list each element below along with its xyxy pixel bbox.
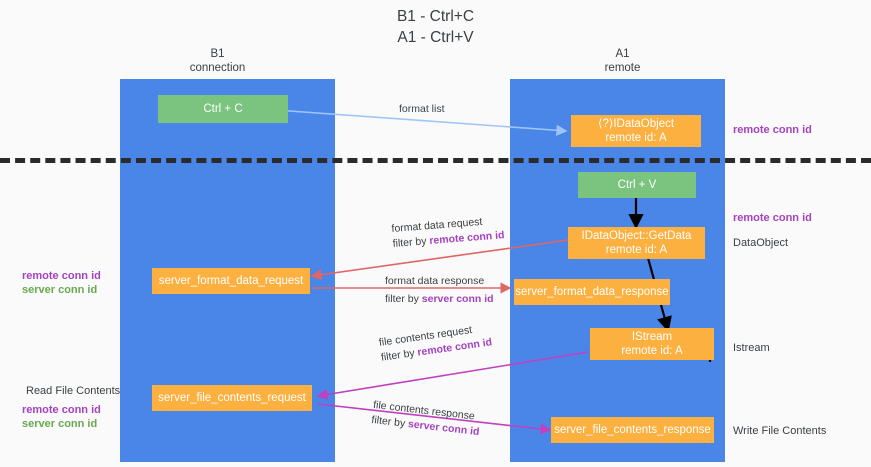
page-title: B1 - Ctrl+C A1 - Ctrl+V: [396, 8, 475, 46]
edge-label-file-contents-response-filter-prefix: filter by: [370, 413, 406, 430]
annotation-right-remote-conn-id-1: remote conn id: [733, 124, 812, 136]
column-header-a1: A1 remote: [604, 48, 641, 74]
annotation-right-remote-conn-id-2: remote conn id: [733, 212, 812, 224]
annotation-right-dataobject: DataObject: [733, 237, 789, 249]
node-server-format-data-response[interactable]: server_format_data_response: [514, 279, 670, 305]
edge-label-format-data-response-filter-prefix: filter by: [385, 293, 419, 305]
edge-label-file-contents-request-filter-prefix: filter by: [380, 347, 416, 364]
annotation-right-istream: Istream: [733, 342, 770, 354]
node-idataobject-getdata[interactable]: IDataObject::GetData remote id: A: [568, 227, 705, 259]
annotation-left-remote-conn-id: remote conn id: [22, 270, 101, 282]
annotation-right-write-file-contents: Write File Contents: [733, 425, 827, 437]
annotation-left-server-conn-id-2: server conn id: [22, 418, 98, 430]
edge-label-format-list: format list: [399, 102, 445, 117]
node-ctrl-c[interactable]: Ctrl + C: [158, 95, 288, 123]
node-server-format-data-request[interactable]: server_format_data_request: [152, 268, 310, 294]
edge-label-format-data-response-primary: format data response: [385, 275, 485, 287]
edge-label-format-data-response: format data response filter by server co…: [385, 274, 494, 307]
section-separator: [0, 158, 871, 163]
node-server-file-contents-request[interactable]: server_file_contents_request: [152, 385, 312, 411]
edge-label-format-list-primary: format list: [399, 103, 445, 115]
annotation-left-read-file-contents: Read File Contents: [26, 385, 121, 397]
annotation-left-remote-conn-id-2: remote conn id: [22, 404, 101, 416]
edge-label-format-data-response-filter-value: server conn id: [421, 293, 494, 305]
column-header-b1: B1 connection: [189, 48, 246, 74]
node-idataobject-remote[interactable]: ⟨?⟩IDataObject remote id: A: [571, 115, 701, 147]
node-server-file-contents-response[interactable]: server_file_contents_response: [551, 417, 714, 443]
edge-label-file-contents-request: file contents request filter by remote c…: [378, 320, 493, 365]
node-ctrl-v[interactable]: Ctrl + V: [578, 172, 696, 198]
edge-label-format-data-request: format data request filter by remote con…: [391, 213, 505, 252]
edge-label-format-data-request-filter-prefix: filter by: [392, 235, 427, 250]
annotation-left-server-conn-id: server conn id: [22, 284, 98, 296]
edge-label-file-contents-response: file contents response filter by server …: [371, 398, 482, 440]
node-istream[interactable]: IStream remote id: A: [590, 328, 714, 360]
